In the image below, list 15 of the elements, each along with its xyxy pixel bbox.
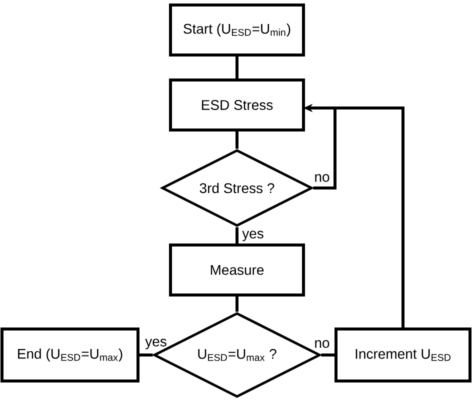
connector — [236, 56, 238, 78]
connector — [236, 296, 238, 312]
process-box: Increment U$_{ESD}$ — [334, 328, 472, 382]
connector — [321, 354, 334, 356]
process-box: ESD Stress — [169, 78, 305, 132]
edge-label: no — [315, 174, 330, 182]
edge-label: yes — [145, 338, 166, 350]
process-box: Measure — [169, 244, 305, 296]
process-box: Start (U$_{ESD}$=U$_{min}$) — [169, 4, 305, 56]
edge-label: yes — [242, 230, 264, 242]
edge-label: no — [315, 340, 330, 348]
connector — [140, 354, 153, 356]
connector — [236, 132, 238, 149]
connector — [236, 227, 238, 244]
process-box: End (U$_{ESD}$=U$_{max}$) — [0, 328, 140, 382]
